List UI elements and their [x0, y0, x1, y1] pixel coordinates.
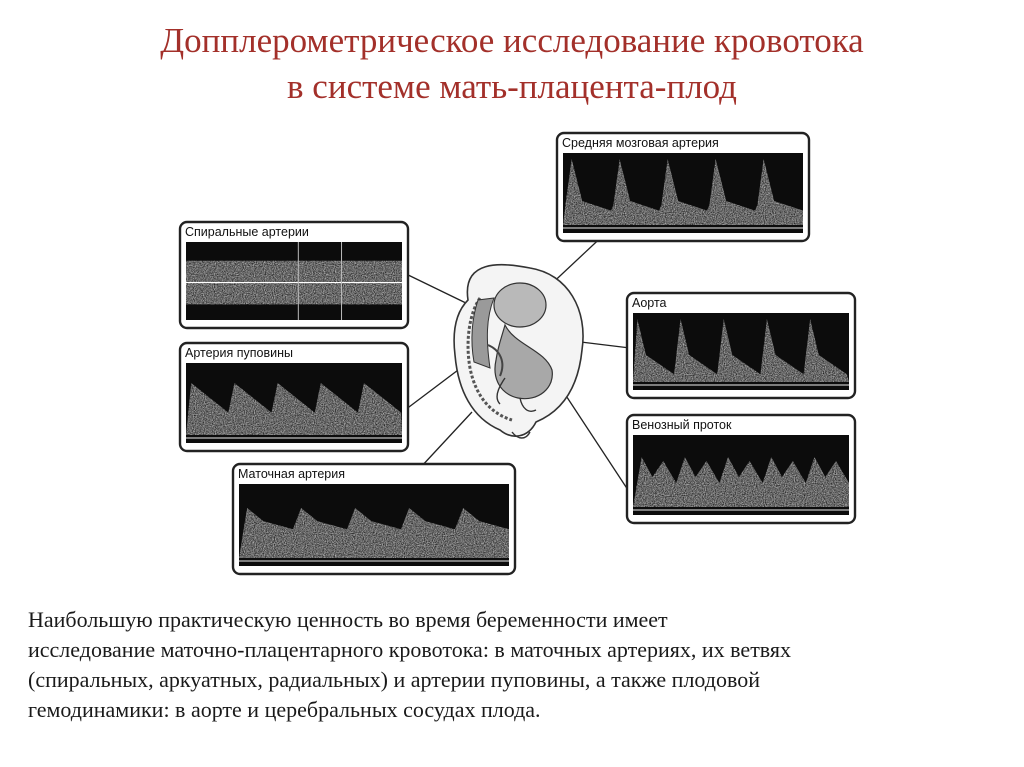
description-line-1: Наибольшую практическую ценность во врем…	[28, 607, 668, 632]
panel-label: Средняя мозговая артерия	[562, 136, 719, 150]
description-line-2: исследование маточно-плацентарного крово…	[28, 637, 792, 662]
panel-aorta: Аорта	[625, 291, 857, 400]
panel-label: Маточная артерия	[238, 467, 345, 481]
panel-label: Венозный проток	[632, 418, 732, 432]
title-line-1: Допплерометрическое исследование кровото…	[160, 21, 864, 60]
description-text: Наибольшую практическую ценность во врем…	[28, 605, 1018, 725]
description-line-3: (спиральных, аркуатных, радиальных) и ар…	[28, 667, 760, 692]
title-line-2: в системе мать-плацента-плод	[287, 67, 737, 106]
panel-spiral: Спиральные артерии	[178, 220, 410, 330]
connector-venous	[556, 381, 629, 491]
spectrogram-waveform	[563, 159, 803, 225]
connector-spiral	[401, 271, 471, 306]
fetus-in-uterus-icon	[453, 263, 584, 439]
spectrogram-waveform	[633, 457, 849, 507]
panel-label: Артерия пуповины	[185, 346, 293, 360]
connector-lines	[401, 214, 631, 491]
panel-venous: Венозный проток	[625, 413, 857, 525]
panel-mca: Средняя мозговая артерия	[555, 131, 811, 243]
spectrogram-waveform	[633, 319, 849, 382]
page-title: Допплерометрическое исследование кровото…	[0, 18, 1024, 110]
panel-label: Аорта	[632, 296, 667, 310]
panel-label: Спиральные артерии	[185, 225, 309, 239]
panel-umbilical: Артерия пуповины	[178, 341, 410, 453]
connector-uterine	[419, 411, 473, 469]
description-line-4: гемодинамики: в аорте и церебральных сос…	[28, 697, 541, 722]
spectrogram-waveform	[239, 508, 509, 558]
spectrogram-waveform	[186, 383, 402, 435]
panel-uterine: Маточная артерия	[231, 462, 517, 576]
